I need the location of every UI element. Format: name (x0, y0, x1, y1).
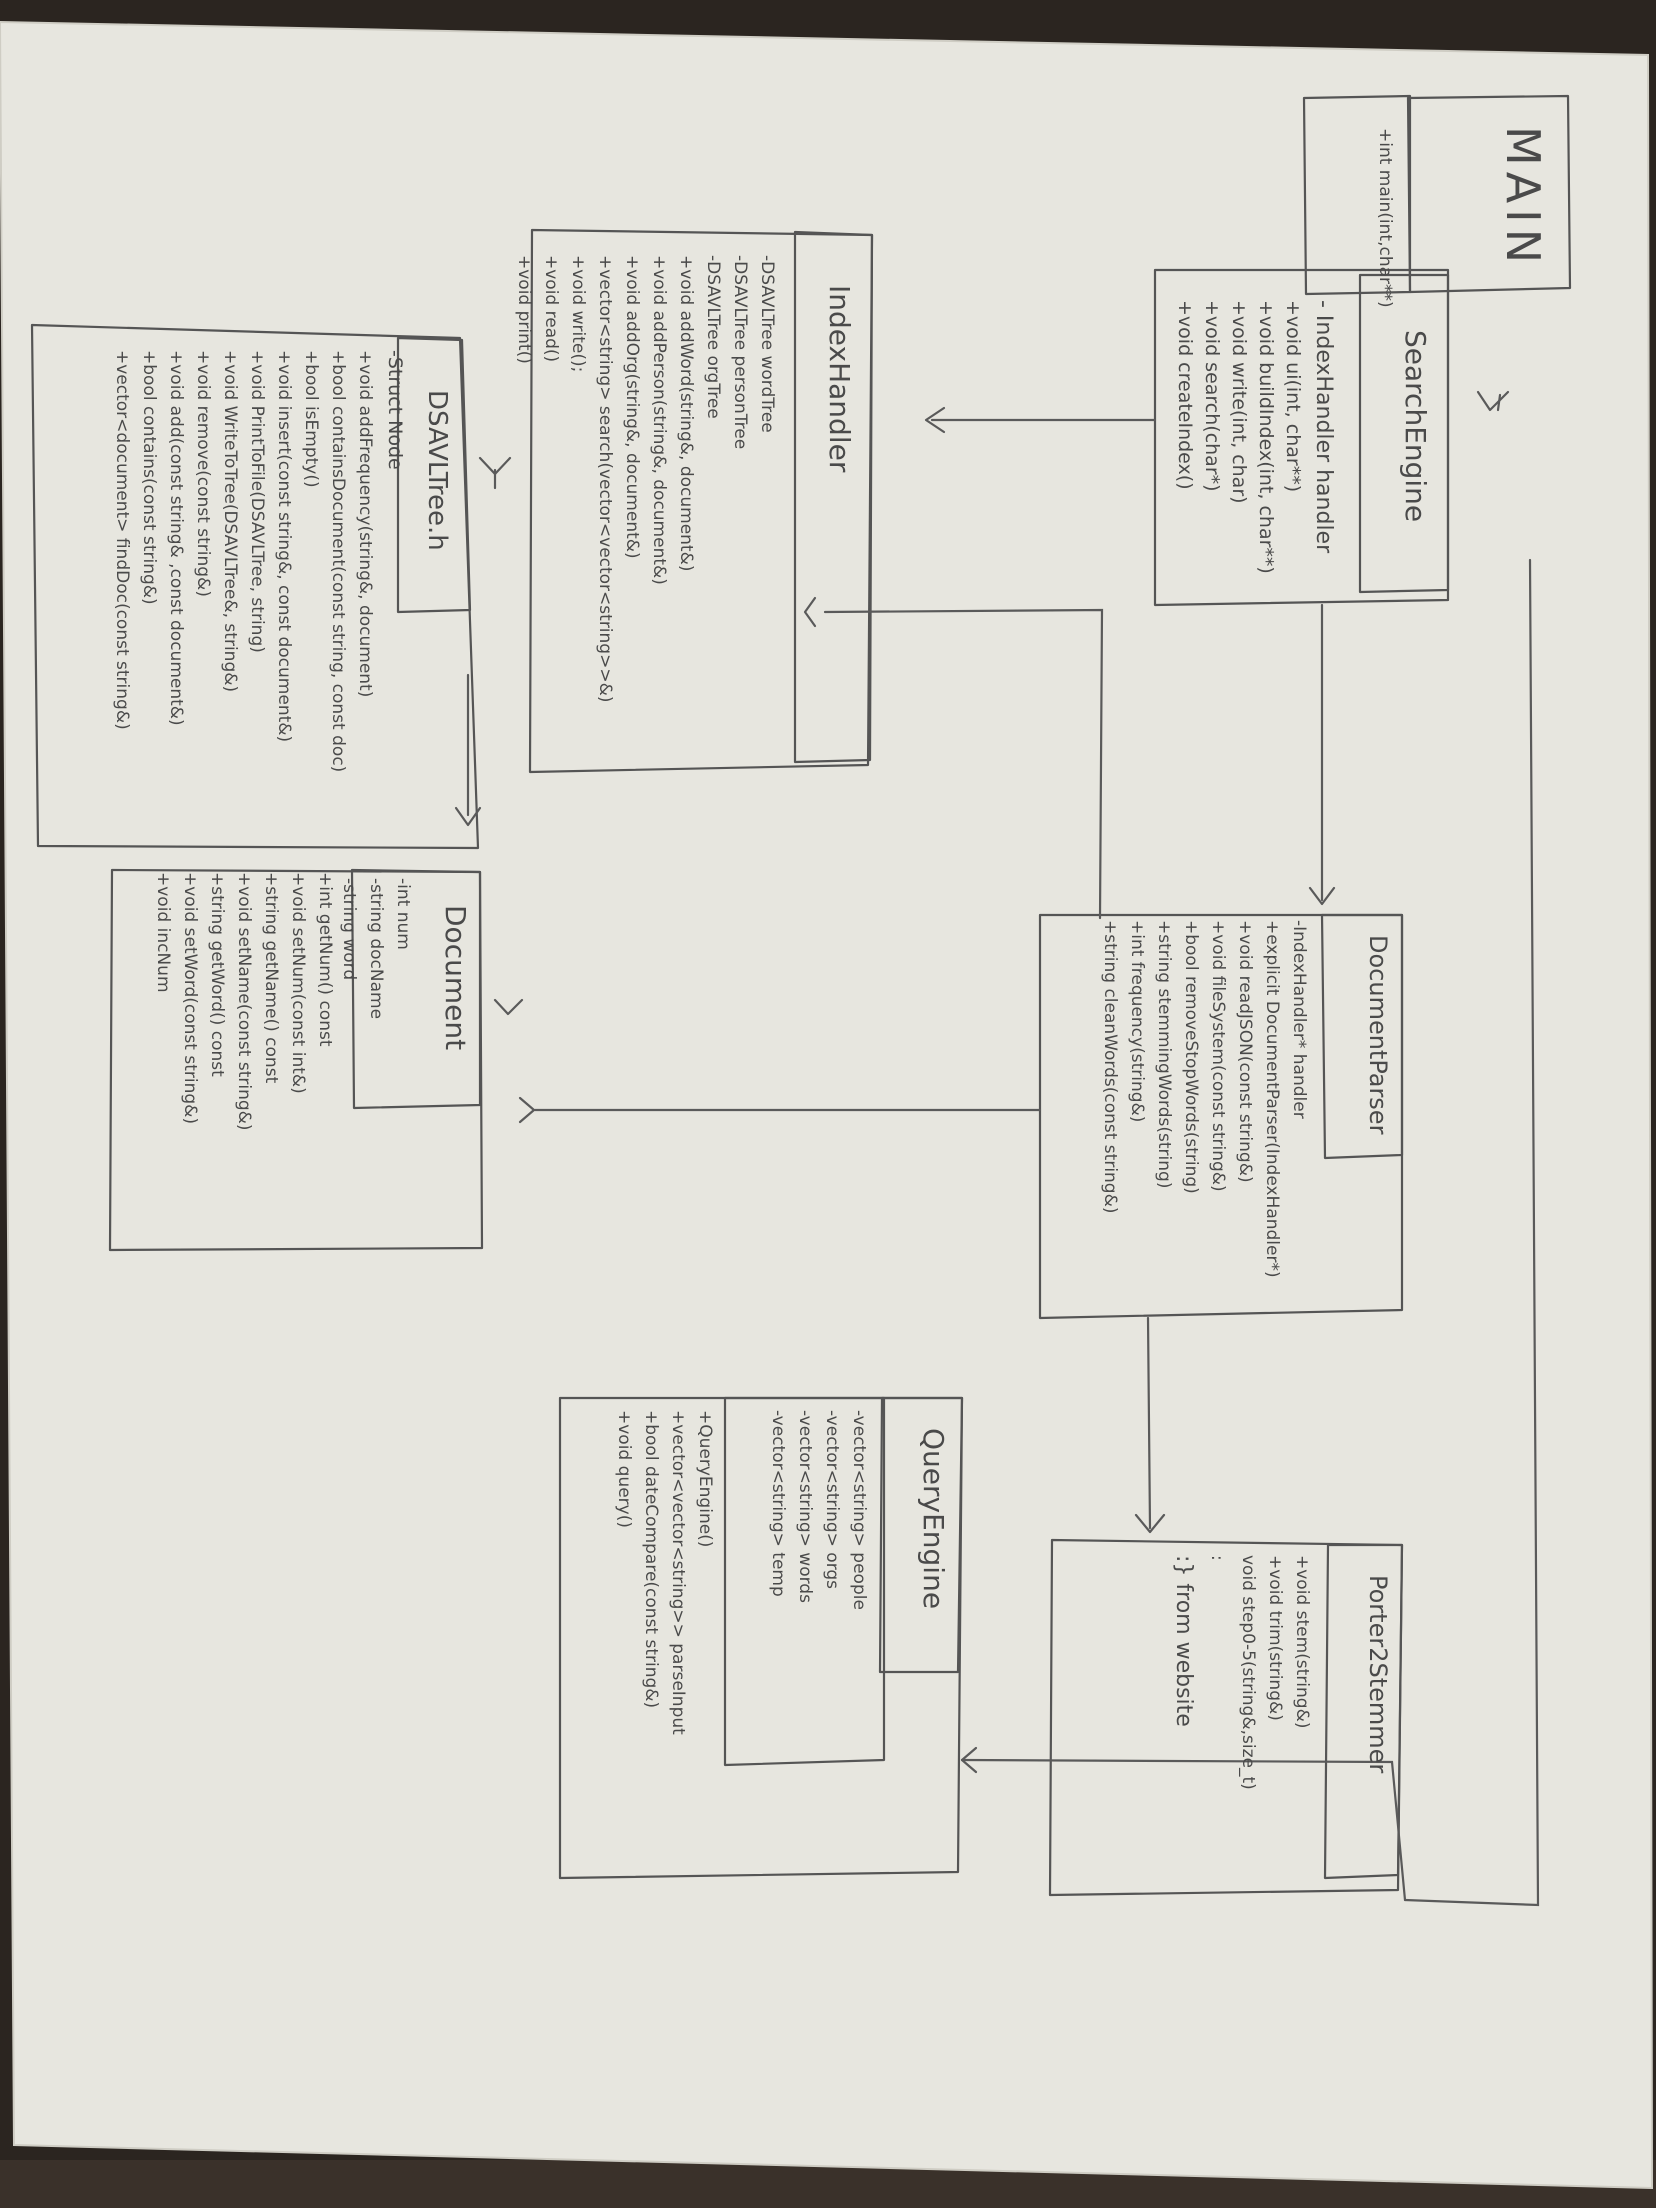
document-member-5: +string getName() const (261, 872, 281, 1084)
document-fields: -int num -string docName -string word (335, 878, 416, 1019)
dsavltree-member-6: +void WriteToTree(DSAVLTree&, string&) (220, 350, 240, 693)
document-parser-member-4: +bool removeStopWords(string) (1181, 920, 1201, 1194)
parser-to-document-arrowhead (518, 1096, 536, 1124)
document-arrowhead-left (493, 998, 524, 1016)
dsavltree-members: -Struct Node +void addFrequency(string&,… (108, 350, 412, 772)
porter2-stemmer-member-1: +void trim(string&) (1265, 1555, 1285, 1721)
document-member-1: -string docName (366, 878, 386, 1020)
dsavltree-title: DSAVLTree.h (422, 390, 452, 551)
document-parser-member-1: +explicit DocumentParser(IndexHandler*) (1262, 920, 1282, 1278)
porter2-stemmer-member-0: +void stem(string&) (1292, 1555, 1312, 1729)
dsavltree-member-2: +bool containsDocument(const string, con… (328, 350, 348, 773)
search-engine-member-1: +void ui(int, char**) (1282, 300, 1304, 493)
document-member-2: -string word (339, 878, 359, 981)
dsavltree-member-0: -Struct Node (384, 350, 406, 470)
document-parser-member-7: +string cleanWords(const string&) (1100, 920, 1120, 1214)
main-to-search-engine-arrowhead (1476, 390, 1510, 412)
query-engine-member-7: +void query() (614, 1410, 634, 1528)
search-engine-title: SearchEngine (1399, 330, 1432, 523)
query-engine-member-0: -vector<string> people (849, 1410, 869, 1610)
index-handler-member-1: -DSAVLTree personTree (730, 255, 750, 450)
document-parser-member-0: -IndexHandler* handler (1289, 920, 1309, 1119)
index-handler-member-5: +void addOrg(string&, document&) (622, 255, 642, 559)
main-outer-loop-line (1403, 558, 1540, 1907)
search-engine-member-2: +void buildIndex(int, char**) (1255, 300, 1277, 574)
dsavltree-member-4: +void insert(const string&, const docume… (274, 350, 294, 743)
index-handler-member-3: +void addWord(string&, document&) (676, 255, 696, 572)
query-engine-fields: -vector<string> people -vector<string> o… (764, 1410, 872, 1610)
main-method: +int main(int,char**) (1375, 128, 1395, 308)
document-member-6: +void setName(const string&) (234, 872, 254, 1131)
query-engine-member-4: +QueryEngine() (695, 1410, 715, 1548)
document-parser-member-3: +void fileSystem(const string&) (1208, 920, 1228, 1192)
index-handler-members: -DSAVLTree wordTree -DSAVLTree personTre… (510, 255, 780, 702)
parser-to-index-handler-arrowhead (803, 596, 817, 628)
index-handler-member-8: +void read() (541, 255, 561, 363)
index-handler-member-4: +void addPerson(string&, document&) (649, 255, 669, 585)
porter2-stemmer-title: Porter2Stemmer (1364, 1575, 1392, 1774)
query-engine-member-2: -vector<string> words (795, 1410, 815, 1603)
document-member-9: +void incNum (153, 872, 173, 993)
porter2-stemmer-member-2: void step0-5(string&,size_t) (1238, 1555, 1258, 1790)
search-engine-to-parser-arrowhead (1308, 886, 1336, 906)
document-parser-members: -IndexHandler* handler +explicit Documen… (1096, 920, 1312, 1278)
dsavltree-member-3: +bool isEmpty() (301, 350, 321, 488)
query-engine-member-5: +vector<vector<string>> parseInput (668, 1410, 688, 1735)
document-member-4: +void setNum(const int&) (288, 872, 308, 1094)
document-title: Document (439, 905, 472, 1051)
index-handler-member-9: +void print() (514, 255, 534, 364)
document-parser-member-6: +int frequency(string&) (1127, 920, 1147, 1123)
search-engine-member-0: - IndexHandler handler (1311, 300, 1336, 554)
index-handler-to-dsavltree-arrowhead (478, 456, 512, 476)
main-to-search-engine-line (1496, 393, 1502, 412)
dsavltree-member-5: +void PrintToFile(DSAVLTree, string) (247, 350, 267, 653)
porter2-stemmer-members: +void stem(string&) +void trim(string&) … (1166, 1555, 1315, 1790)
document-member-3: +int getNum() const (315, 872, 335, 1047)
document-parser-title: DocumentParser (1364, 935, 1392, 1135)
table-surface-bottom (0, 2160, 1656, 2208)
search-engine-members: - IndexHandler handler +void ui(int, cha… (1171, 300, 1340, 574)
search-engine-to-index-handler-arrowhead (924, 406, 946, 434)
index-handler-member-2: -DSAVLTree orgTree (703, 255, 723, 419)
main-title: MAIN (1496, 126, 1550, 270)
document-methods: +int getNum() const +void setNum(const i… (149, 872, 338, 1131)
document-parser-member-2: +void readJSON(const string&) (1235, 920, 1255, 1183)
search-engine-member-3: +void write(int, char) (1228, 300, 1250, 504)
query-engine-member-3: -vector<string> temp (768, 1410, 788, 1597)
index-handler-member-7: +void write(); (568, 255, 588, 373)
dsavltree-member-10: +vector<document> findDoc(const string&) (112, 350, 132, 730)
document-member-8: +void setWord(const string&) (180, 872, 200, 1125)
porter2-stemmer-member-3: : (1207, 1555, 1227, 1561)
index-handler-member-6: +vector<string> search(vector<vector<str… (595, 255, 615, 703)
index-handler-title: IndexHandler (823, 285, 856, 473)
index-handler-member-0: -DSAVLTree wordTree (757, 255, 777, 433)
dsavltree-to-document-arrowhead (454, 806, 482, 827)
parser-to-porter2-arrowhead (1134, 1513, 1166, 1534)
search-engine-member-5: +void createIndex() (1174, 300, 1196, 490)
porter2-stemmer-member-4: :} from website (1171, 1555, 1196, 1727)
document-member-7: +string getWord() const (207, 872, 227, 1077)
dsavltree-member-1: +void addFrequency(string&, document) (355, 350, 375, 698)
query-engine-title: QueryEngine (917, 1428, 950, 1610)
loop-to-query-engine-arrowhead (960, 1746, 978, 1774)
document-member-0: -int num (393, 878, 413, 950)
query-engine-member-1: -vector<string> orgs (822, 1410, 842, 1590)
document-parser-member-5: +string stemmingWords(string) (1154, 920, 1174, 1189)
dsavltree-member-9: +bool contains(const string&) (139, 350, 159, 605)
parser-to-porter2-line (1146, 1316, 1152, 1530)
dsavltree-member-7: +void remove(const string&) (193, 350, 213, 597)
parser-to-index-handler-line (823, 608, 1104, 920)
dsavltree-member-8: +void add(const string& ,const document&… (166, 350, 186, 726)
search-engine-member-4: +void search(char*) (1201, 300, 1223, 492)
query-engine-member-6: +bool dateCompare(const string&) (641, 1410, 661, 1709)
query-engine-methods: +QueryEngine() +vector<vector<string>> p… (610, 1410, 718, 1735)
